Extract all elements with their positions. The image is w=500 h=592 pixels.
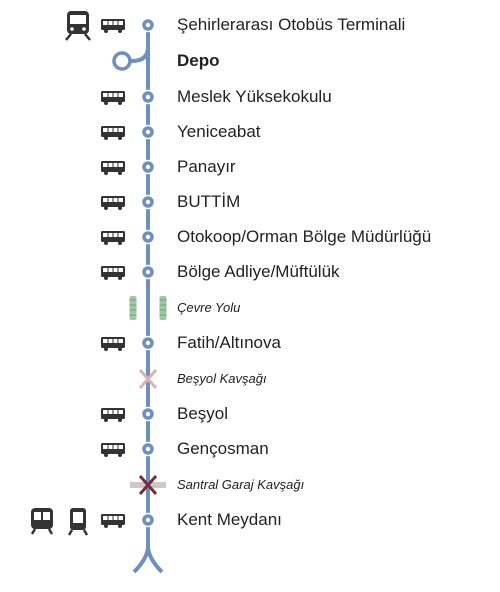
fork-right (146, 545, 164, 574)
stop-label: Depo (177, 51, 220, 70)
stop-4 (101, 124, 156, 140)
bus-icon (101, 196, 125, 210)
stop-label: Meslek Yüksekokulu (177, 87, 332, 106)
stop-1 (65, 11, 156, 41)
stop-label: Fatih/Altınova (177, 333, 281, 352)
stop-label: Otokoop/Orman Bölge Müdürlüğü (177, 227, 432, 246)
stop-8 (101, 264, 156, 280)
stop-label: Santral Garaj Kavşağı (177, 477, 305, 492)
stop-11 (138, 369, 158, 389)
bus-icon (101, 337, 125, 351)
stop-5 (101, 159, 156, 175)
stop-label: BUTTİM (177, 192, 241, 211)
stop-label: Çevre Yolu (177, 300, 241, 315)
stop-label: Panayır (177, 157, 236, 176)
bus-icon (101, 161, 125, 175)
fork-left (132, 545, 150, 574)
stop-14 (130, 475, 166, 495)
stop-label: Beşyol Kavşağı (177, 371, 267, 386)
coach-icon (65, 11, 91, 41)
stop-3 (101, 89, 156, 105)
bus-icon (101, 91, 125, 105)
stop-15 (30, 508, 156, 536)
stop-label: Beşyol (177, 404, 229, 423)
stop-label: Bölge Adliye/Müftülük (177, 262, 340, 281)
bus-icon (101, 443, 125, 457)
stop-label: Şehirlerarası Otobüs Terminali (177, 15, 406, 34)
bus-icon (101, 19, 125, 33)
tram-icon (67, 508, 89, 536)
stop-13 (101, 441, 156, 457)
bus-icon (101, 408, 125, 422)
bus-icon (101, 231, 125, 245)
metro-icon (30, 508, 54, 535)
stop-label: Yeniceabat (177, 122, 261, 141)
stop-label: Gençosman (177, 439, 269, 458)
stop-12 (101, 406, 156, 422)
stop-10 (101, 335, 156, 351)
bus-icon (101, 514, 125, 528)
bus-icon (101, 266, 125, 280)
stop-7 (101, 229, 156, 245)
stop-2 (112, 46, 150, 71)
stop-label: Kent Meydanı (177, 510, 282, 529)
stop-9 (129, 296, 167, 320)
bus-icon (101, 126, 125, 140)
stop-6 (101, 194, 156, 210)
